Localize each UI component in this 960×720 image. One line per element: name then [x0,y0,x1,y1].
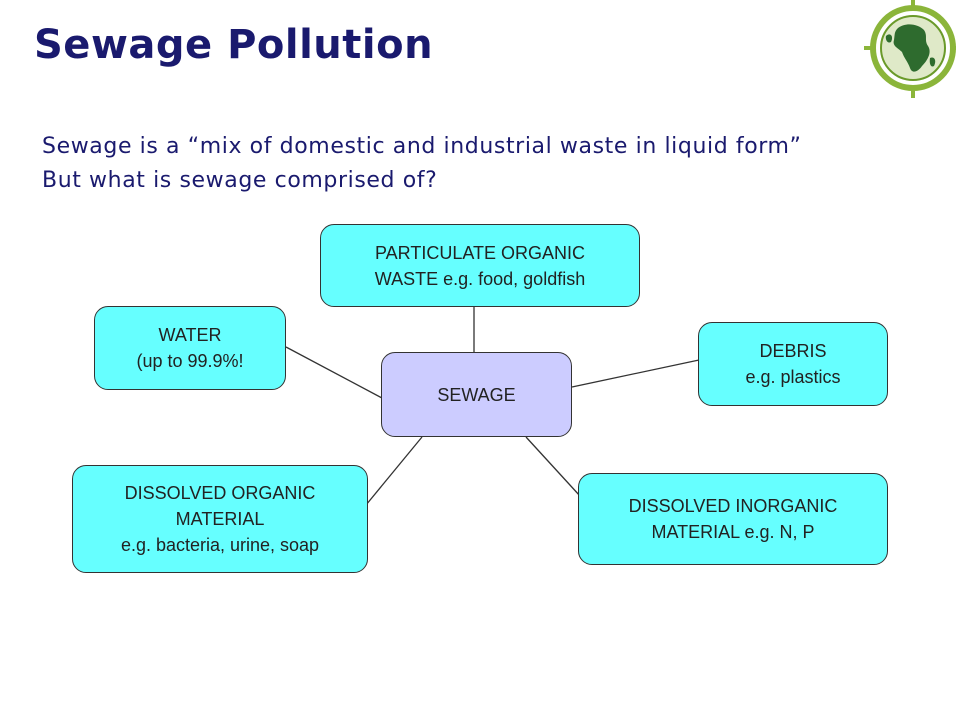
node-dissolved-organic-material: DISSOLVED ORGANIC MATERIAL e.g. bacteria… [72,465,368,573]
connector-dissolved-organic [365,436,423,506]
slide-title: Sewage Pollution [34,22,434,68]
node-debris: DEBRIS e.g. plastics [698,322,888,406]
node-dissolved-inorganic-material: DISSOLVED INORGANIC MATERIAL e.g. N, P [578,473,888,565]
connector-debris [571,359,700,388]
connector-dissolved-inorganic [525,436,581,497]
intro-line-definition: Sewage is a “mix of domestic and industr… [42,134,802,159]
globe-logo-icon [864,0,956,98]
intro-line-question: But what is sewage comprised of? [42,168,438,193]
connector-water [285,346,383,399]
node-water: WATER (up to 99.9%! [94,306,286,390]
node-particulate-organic-waste: PARTICULATE ORGANIC WASTE e.g. food, gol… [320,224,640,307]
intro-text: Sewage is a “mix of domestic and industr… [42,130,802,198]
node-sewage: SEWAGE [381,352,572,437]
